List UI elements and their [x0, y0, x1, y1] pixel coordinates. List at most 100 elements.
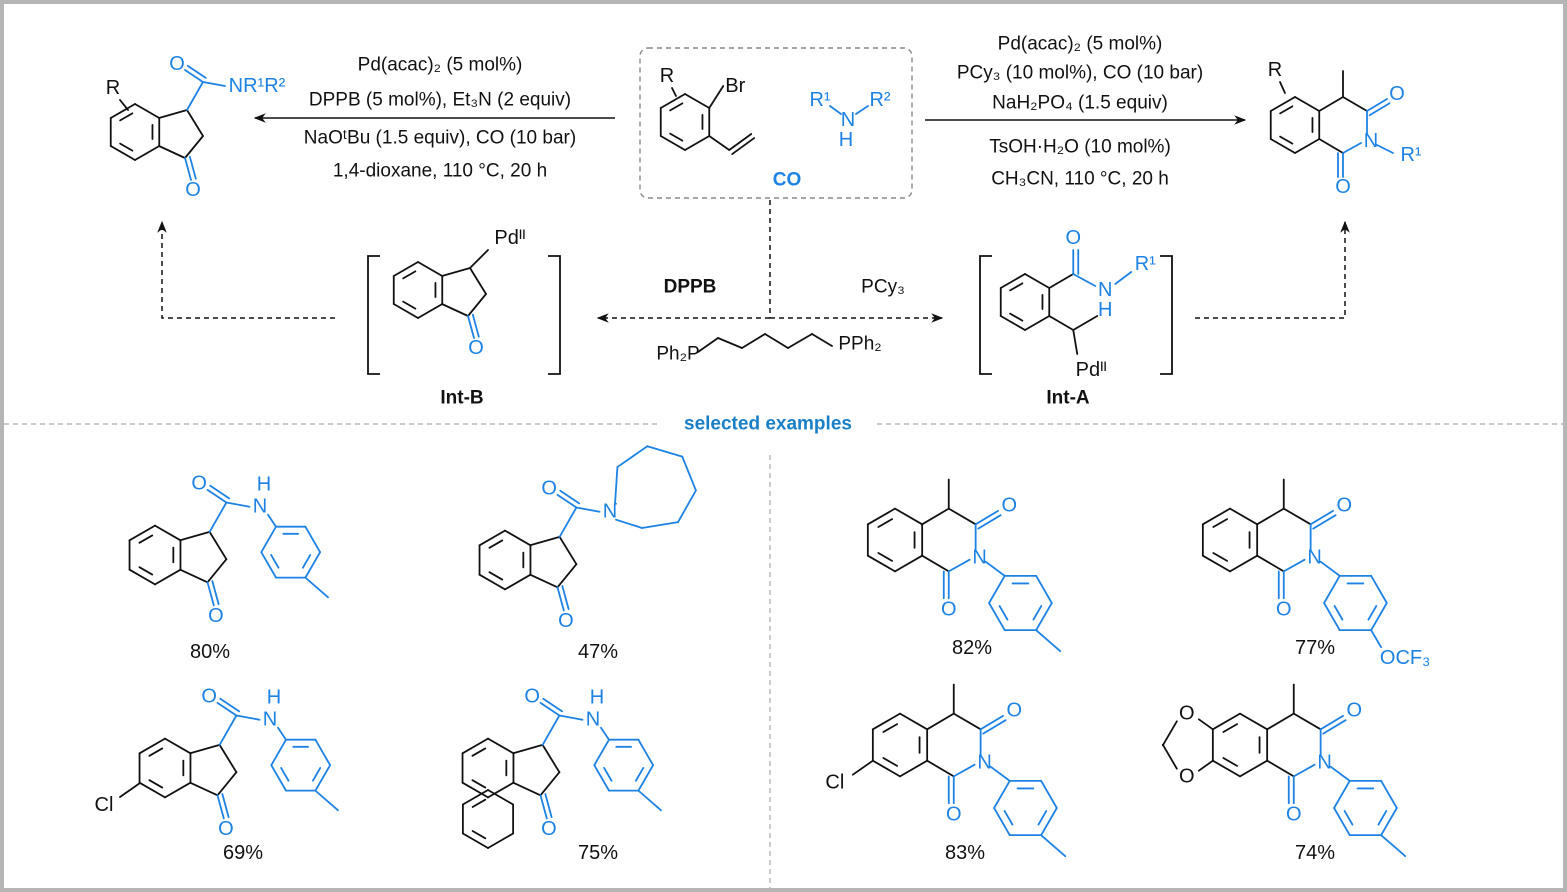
dioxole-oxygen: O [1179, 702, 1195, 724]
bond [1161, 720, 1178, 747]
azepane-bond [616, 445, 649, 468]
aryl-bond [1040, 779, 1058, 809]
aryl-bond [593, 764, 610, 792]
aryl-bond [260, 525, 277, 554]
bond [179, 568, 209, 584]
bond [1282, 558, 1306, 573]
benzene-bond [899, 712, 929, 731]
bond [615, 518, 643, 529]
aryl-bond [1035, 602, 1053, 632]
benzene-bond [1239, 759, 1269, 778]
benzene-bond [417, 303, 444, 319]
right-condition-line: NaH₂PO₄ (1.5 equiv) [992, 93, 1168, 114]
double-bond [1309, 509, 1334, 526]
yield-label: 80% [190, 641, 230, 663]
pd-label: Pdᴵᴵ [1076, 359, 1107, 381]
aromatic-bond [1222, 757, 1238, 767]
bond [184, 135, 204, 159]
double-bond [544, 793, 553, 818]
bond [947, 507, 977, 526]
aromatic-bond [603, 767, 613, 782]
aromatic-bond [1222, 723, 1238, 733]
double-bond [209, 484, 231, 500]
bond [717, 337, 743, 349]
bond [984, 560, 1006, 577]
ketone-oxygen: O [468, 337, 484, 359]
r-bond [119, 99, 129, 111]
benzene-bond [871, 712, 901, 731]
benzene-bond [478, 529, 506, 547]
bond [1072, 273, 1097, 287]
methyl-bond [637, 789, 662, 812]
azepane-nitrogen: N [603, 501, 617, 523]
left-condition-line: Pd(acac)₂ (5 mol%) [358, 55, 523, 76]
aryl-bond [1333, 779, 1351, 809]
benzene-bond [134, 103, 161, 119]
imide-nitrogen: N [972, 547, 986, 569]
dashed-arrow-int-a-to-product [1195, 220, 1350, 319]
bracket [1160, 255, 1173, 375]
aromatic-bond [148, 779, 164, 789]
benzene-bond [1269, 96, 1296, 112]
bond [512, 744, 544, 755]
bond [1256, 554, 1285, 573]
naphtho-bond [487, 789, 515, 806]
bond [952, 712, 982, 731]
carbonyl-oxygen: O [1001, 494, 1017, 516]
carbonyl-oxygen: O [941, 598, 957, 620]
pph2-label: PPh₂ [838, 334, 881, 355]
double-bond [188, 155, 197, 180]
benzene-bond [154, 568, 182, 586]
aromatic-bond [119, 112, 134, 122]
aryl-bond [988, 602, 1006, 632]
benzene-bond [866, 554, 896, 573]
bond [1256, 507, 1285, 526]
benzene-bond [1201, 554, 1231, 573]
right-condition-line: PCy₃ (10 mol%), CO (10 bar) [957, 63, 1203, 84]
bond [186, 109, 204, 137]
double-bond [559, 489, 581, 505]
methyl-bond [1380, 834, 1407, 858]
aryl-bond [1040, 807, 1058, 837]
bond [1376, 144, 1394, 154]
double-bond [982, 719, 1007, 735]
bond [467, 293, 487, 317]
bond [277, 726, 287, 741]
carbonyl-oxygen: O [1389, 83, 1405, 105]
aromatic-bond [669, 132, 684, 142]
benzene-bond [478, 573, 506, 591]
aromatic-bond [1279, 135, 1294, 145]
aromatic-bond [1212, 552, 1228, 562]
bond [1342, 142, 1362, 154]
right-condition-line: CH₃CN, 110 °C, 20 h [991, 169, 1169, 190]
r-group: R [660, 65, 674, 87]
ph2p-label: Ph₂P [656, 344, 699, 365]
yield-label: 69% [223, 842, 263, 864]
bond [1197, 718, 1214, 731]
aromatic-bond [280, 767, 290, 782]
r-bond [1279, 81, 1286, 94]
azepane-bond [641, 521, 679, 529]
benzene-bond [1201, 507, 1231, 526]
aromatic-bond [488, 539, 504, 549]
benzene-bond [1269, 138, 1296, 154]
amide-oxygen: O [169, 53, 185, 75]
bond [218, 714, 238, 746]
bond [851, 759, 874, 776]
aryl-bond [1323, 602, 1341, 632]
bond [1370, 629, 1383, 649]
bond [1048, 273, 1075, 289]
azepane-bond [681, 455, 697, 492]
benzene-bond [999, 273, 1026, 289]
azepane-bond [677, 489, 697, 524]
aryl-bond [1370, 574, 1388, 604]
benzene-bond [871, 759, 901, 778]
naphtho-bond [461, 789, 489, 806]
benzene-bond [154, 524, 182, 542]
bond [926, 759, 955, 778]
benzene-bond [999, 315, 1026, 331]
r1-label: R¹ [809, 89, 830, 111]
bromo-label: Br [725, 75, 745, 97]
pd-label: Pdᴵᴵ [494, 227, 525, 249]
bond [158, 109, 188, 119]
